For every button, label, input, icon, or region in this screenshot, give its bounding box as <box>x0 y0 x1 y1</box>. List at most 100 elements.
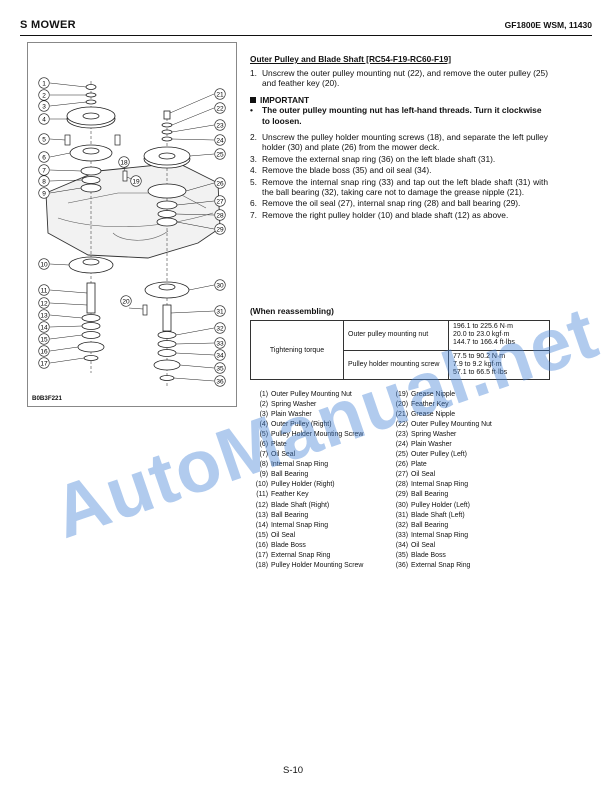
svg-text:32: 32 <box>216 325 224 332</box>
svg-text:18: 18 <box>120 159 128 166</box>
list-item: (36)External Snap Ring <box>395 561 471 569</box>
svg-text:36: 36 <box>216 378 224 385</box>
list-item: (14)Internal Snap Ring <box>255 521 329 529</box>
list-item: (18)Pulley Holder Mounting Screw <box>255 561 364 569</box>
figure-caption: B0B3F221 <box>32 395 62 402</box>
list-item: (24)Plain Washer <box>395 441 452 449</box>
square-bullet-icon <box>250 97 256 104</box>
list-item: (10)Pulley Holder (Right) <box>255 481 335 489</box>
important-heading: IMPORTANT <box>250 95 548 105</box>
svg-text:15: 15 <box>40 336 48 343</box>
step-2: 2. Unscrew the pulley holder mounting sc… <box>250 132 548 153</box>
exploded-view-figure: 1 2 3 4 5 6 7 8 9 10 11 12 13 14 15 16 1… <box>27 42 237 407</box>
list-item: (31)Blade Shaft (Left) <box>395 511 465 519</box>
svg-text:19: 19 <box>132 178 140 185</box>
torque-item: Pulley holder mounting screw <box>343 349 449 381</box>
svg-text:16: 16 <box>40 348 48 355</box>
svg-text:6: 6 <box>42 154 46 161</box>
svg-text:31: 31 <box>216 308 224 315</box>
svg-text:4: 4 <box>42 116 46 123</box>
svg-text:12: 12 <box>40 300 48 307</box>
step-4: 4. Remove the blade boss (35) and oil se… <box>250 165 432 176</box>
list-item: (15)Oil Seal <box>255 531 296 539</box>
manual-code: GF1800E WSM, 11430 <box>504 20 592 30</box>
list-item: (26)Plate <box>395 461 427 469</box>
center-callouts: 18 19 20 <box>118 156 144 310</box>
svg-text:25: 25 <box>216 151 224 158</box>
exploded-view-drawing: 1 2 3 4 5 6 7 8 9 10 11 12 13 14 15 16 1… <box>38 77 226 388</box>
step-1: 1. Unscrew the outer pulley mounting nut… <box>250 68 548 89</box>
list-item: (23)Spring Washer <box>395 431 457 439</box>
table-row: Tightening torque Outer pulley mounting … <box>250 319 550 381</box>
step-7: 7. Remove the right pulley holder (10) a… <box>250 209 509 220</box>
list-item: (17)External Snap Ring <box>255 551 331 559</box>
list-item: (28)Internal Snap Ring <box>395 481 469 489</box>
list-item: (33)Internal Snap Ring <box>395 531 469 539</box>
torque-values: 77.5 to 90.2 N·m 7.9 to 9.2 kgf·m 57.1 t… <box>448 349 550 381</box>
important-note: • The outer pulley mounting nut has left… <box>250 105 542 126</box>
step-6: 6. Remove the oil seal (27), internal sn… <box>250 198 521 209</box>
table-row: Pulley holder mounting screw 77.5 to 90.… <box>251 349 550 381</box>
header-rule <box>20 35 592 36</box>
step-3: 3. Remove the external snap ring (36) on… <box>250 153 496 164</box>
svg-text:3: 3 <box>42 103 46 110</box>
list-item: (34)Oil Seal <box>395 541 436 549</box>
svg-text:10: 10 <box>40 261 48 268</box>
svg-text:1: 1 <box>42 80 46 87</box>
list-item: (1)Outer Pulley Mounting Nut <box>259 391 352 398</box>
list-item: (7)Oil Seal <box>259 451 296 459</box>
list-item: (4)Outer Pulley (Right) <box>259 421 332 429</box>
section-title: Outer Pulley and Blade Shaft [RC54-F19-R… <box>250 54 452 64</box>
reassembly-heading: (When reassembling) <box>250 306 334 316</box>
step-5: 5. Remove the internal snap ring (33) an… <box>250 176 548 198</box>
svg-text:26: 26 <box>216 180 224 187</box>
svg-text:24: 24 <box>216 137 224 144</box>
list-item: (12)Blade Shaft (Right) <box>255 501 330 509</box>
list-item: (35)Blade Boss <box>395 551 446 559</box>
svg-text:22: 22 <box>216 105 224 112</box>
svg-text:17: 17 <box>40 360 48 367</box>
list-item: (6)Plate <box>259 441 287 449</box>
torque-item: Outer pulley mounting nut <box>343 320 449 351</box>
list-item: (16)Blade Boss <box>255 541 306 549</box>
svg-text:34: 34 <box>216 352 224 359</box>
list-item: (27)Oil Seal <box>395 471 436 479</box>
list-item: (22)Outer Pulley Mounting Nut <box>395 421 492 429</box>
svg-text:21: 21 <box>216 91 224 98</box>
svg-text:8: 8 <box>42 178 46 185</box>
svg-text:29: 29 <box>216 226 224 233</box>
svg-text:33: 33 <box>216 340 224 347</box>
svg-text:28: 28 <box>216 212 224 219</box>
parts-legend-right: (19)Grease Nipple (20)Feather Key (21)Gr… <box>388 390 492 571</box>
list-item: (2)Spring Washer <box>259 401 317 409</box>
svg-text:20: 20 <box>122 298 130 305</box>
svg-text:14: 14 <box>40 324 48 331</box>
list-item: (21)Grease Nipple <box>395 411 456 419</box>
section-header: S MOWER <box>20 19 76 31</box>
svg-text:30: 30 <box>216 282 224 289</box>
list-item: (25)Outer Pulley (Left) <box>395 451 467 459</box>
right-callouts: 21 22 23 24 25 26 27 28 29 30 31 32 33 3… <box>169 88 226 387</box>
svg-text:13: 13 <box>40 312 48 319</box>
list-item: (13)Ball Bearing <box>255 511 309 519</box>
list-item: (29)Ball Bearing <box>395 491 449 499</box>
bullet-icon: • <box>250 105 253 116</box>
parts-legend-left: (1)Outer Pulley Mounting Nut (2)Spring W… <box>248 390 364 571</box>
list-item: (30)Pulley Holder (Left) <box>395 501 470 509</box>
svg-text:35: 35 <box>216 365 224 372</box>
svg-text:9: 9 <box>42 190 46 197</box>
list-item: (11)Feather Key <box>256 491 309 499</box>
svg-text:27: 27 <box>216 198 224 205</box>
list-item: (8)Internal Snap Ring <box>259 461 329 469</box>
list-item: (3)Plain Washer <box>259 411 312 419</box>
svg-text:2: 2 <box>42 92 46 99</box>
svg-text:7: 7 <box>42 167 46 174</box>
svg-text:23: 23 <box>216 122 224 129</box>
list-item: (32)Ball Bearing <box>395 521 449 529</box>
list-item: (5)Pulley Holder Mounting Screw <box>259 431 364 439</box>
svg-text:5: 5 <box>42 136 46 143</box>
svg-text:11: 11 <box>41 287 48 294</box>
list-item: (19)Grease Nipple <box>395 391 456 398</box>
torque-table: Tightening torque Outer pulley mounting … <box>250 319 550 381</box>
procedure-steps: 1. Unscrew the outer pulley mounting nut… <box>250 68 548 221</box>
